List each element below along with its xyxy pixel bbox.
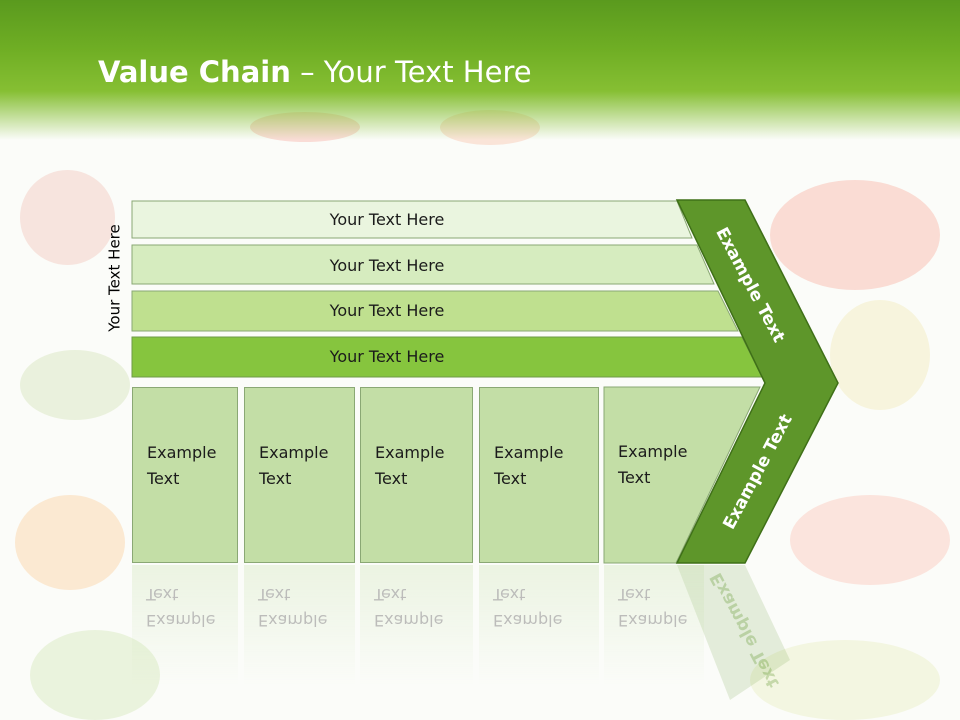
reflection-2-line1: Example bbox=[258, 611, 328, 630]
column-5: Example Text bbox=[604, 387, 704, 563]
column-4-line2: Text bbox=[494, 469, 527, 488]
reflection-1-line1: Example bbox=[146, 611, 216, 630]
reflection-3-line2: Text bbox=[374, 585, 407, 604]
column-5-shape bbox=[603, 386, 761, 564]
column-1: Example Text bbox=[132, 387, 238, 563]
reflection-5-line2: Text bbox=[618, 585, 651, 604]
layer-3-label: Your Text Here bbox=[329, 300, 445, 320]
column-1-line1: Example bbox=[147, 443, 217, 462]
column-4: Example Text bbox=[479, 387, 599, 563]
layer-4: Your Text Here bbox=[132, 337, 702, 375]
reflection-2-line2: Text bbox=[258, 585, 291, 604]
reflection-5-line1: Example bbox=[618, 611, 688, 630]
column-2-line2: Text bbox=[259, 469, 292, 488]
layer-2-label: Your Text Here bbox=[329, 255, 445, 275]
column-4-reflection: Example Text bbox=[479, 565, 599, 685]
layer-bar-3 bbox=[131, 290, 739, 332]
reflection-3-line1: Example bbox=[374, 611, 444, 630]
column-3-line1: Example bbox=[375, 443, 445, 462]
column-2: Example Text bbox=[244, 387, 355, 563]
column-3-reflection: Example Text bbox=[360, 565, 473, 685]
layer-1-label: Your Text Here bbox=[329, 209, 445, 229]
column-1-line2: Text bbox=[147, 469, 180, 488]
column-5-reflection: Example Text bbox=[604, 565, 704, 685]
chevron-reflection bbox=[677, 565, 790, 700]
page-title: Value Chain – Your Text Here bbox=[98, 55, 532, 89]
chevron-arrow bbox=[675, 199, 839, 564]
reflection-4-line2: Text bbox=[493, 585, 526, 604]
layer-1: Your Text Here bbox=[132, 200, 702, 238]
column-2-reflection: Example Text bbox=[244, 565, 355, 685]
layer-bar-2 bbox=[131, 244, 715, 285]
column-5-line2: Text bbox=[618, 468, 651, 487]
column-3-line2: Text bbox=[375, 469, 408, 488]
header-band bbox=[0, 0, 960, 140]
layer-4-label: Your Text Here bbox=[329, 346, 445, 366]
column-4-line1: Example bbox=[494, 443, 564, 462]
column-5-line1: Example bbox=[618, 442, 688, 461]
column-3: Example Text bbox=[360, 387, 473, 563]
layer-3: Your Text Here bbox=[132, 291, 702, 329]
layer-2: Your Text Here bbox=[132, 246, 702, 284]
column-2-line1: Example bbox=[259, 443, 329, 462]
column-1-reflection: Example Text bbox=[132, 565, 238, 685]
reflection-4-line1: Example bbox=[493, 611, 563, 630]
reflection-1-line2: Text bbox=[146, 585, 179, 604]
title-rest: – Your Text Here bbox=[290, 55, 532, 89]
title-bold: Value Chain bbox=[98, 55, 291, 89]
layer-bar-1 bbox=[131, 200, 693, 239]
